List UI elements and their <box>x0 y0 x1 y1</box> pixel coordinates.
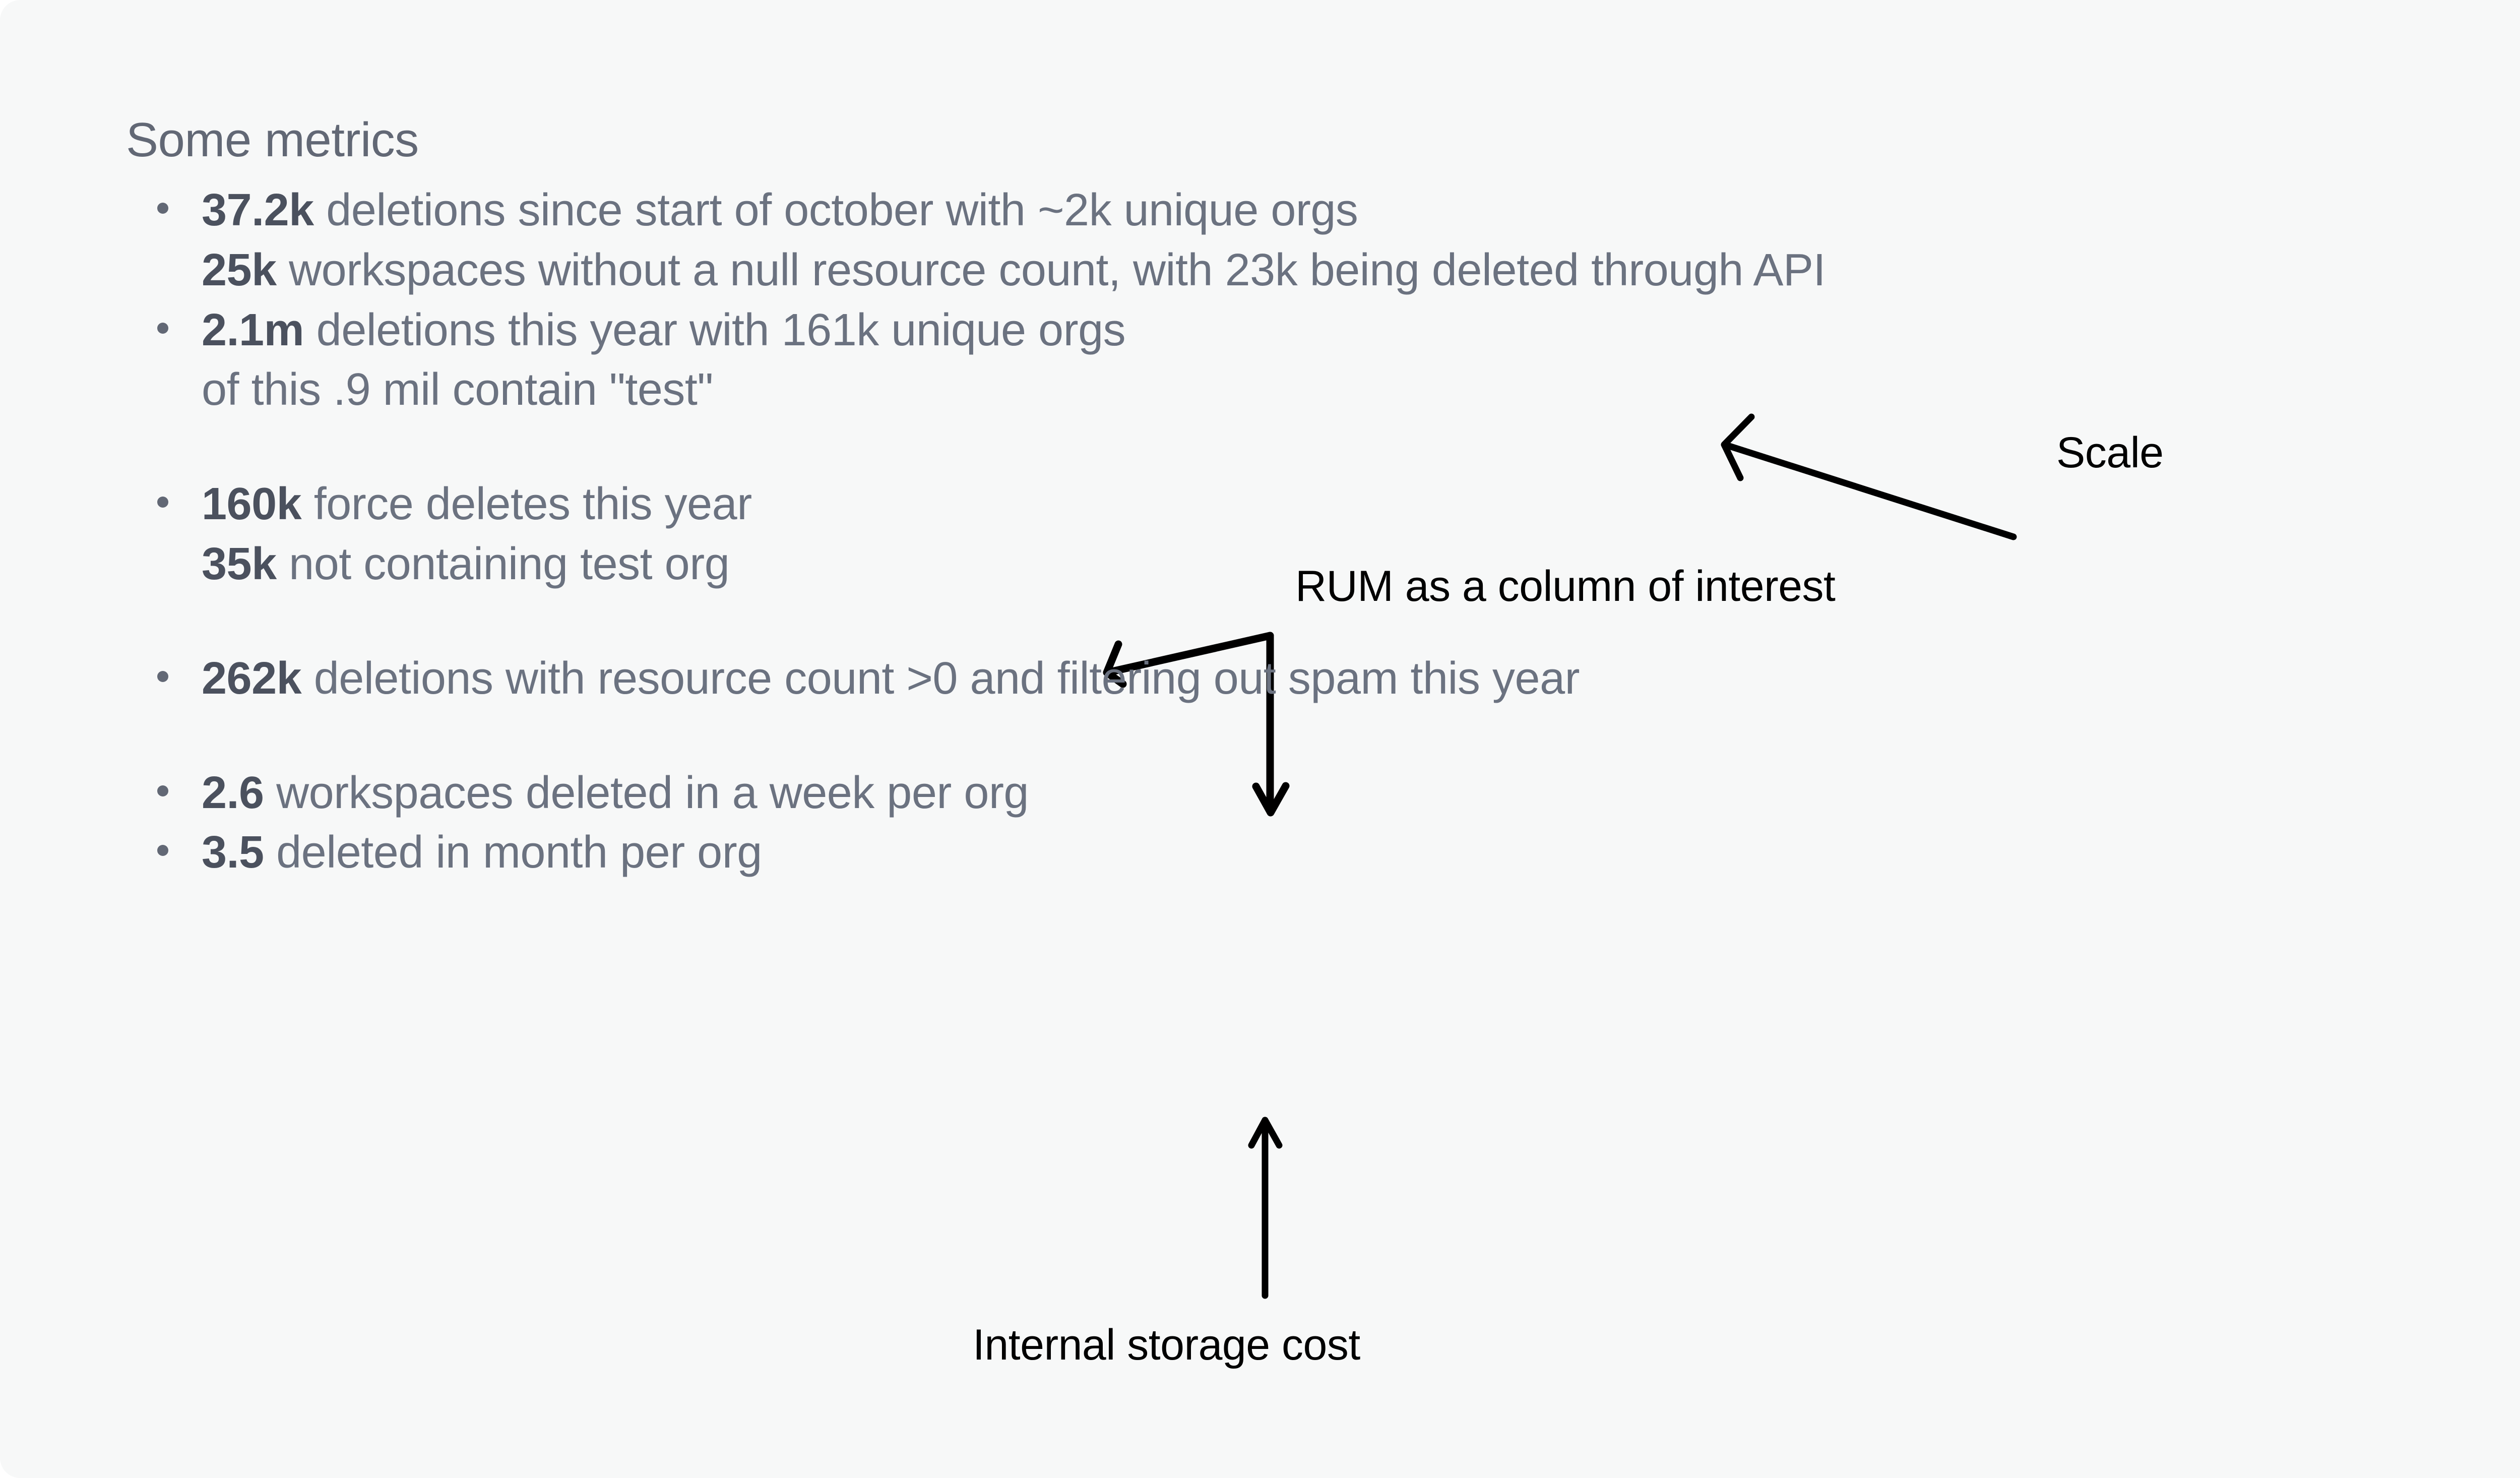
metric-value: 262k <box>202 653 302 704</box>
list-item: 37.2k deletions since start of october w… <box>126 180 2520 300</box>
metric-text: deletions with resource count >0 and fil… <box>301 653 1580 704</box>
metric-line: 2.6 workspaces deleted in a week per org <box>202 763 2520 823</box>
bullet-dot-icon <box>157 785 168 796</box>
annotation-label-internal-storage-cost: Internal storage cost <box>973 1321 1360 1369</box>
metric-text: deletions this year with 161k unique org… <box>304 304 1126 355</box>
metric-value: 25k <box>202 244 277 295</box>
bullet-dot-icon <box>157 497 168 508</box>
annotation-label-scale: Scale <box>2056 428 2164 477</box>
metric-line: 35k not containing test org <box>202 534 2520 594</box>
metric-value: 37.2k <box>202 185 314 235</box>
metric-value: 2.6 <box>202 767 264 818</box>
list-item: 2.6 workspaces deleted in a week per org <box>126 763 2520 823</box>
metric-text: deletions since start of october with ~2… <box>313 185 1358 235</box>
metric-line: 25k workspaces without a null resource c… <box>202 240 2520 300</box>
metric-text: workspaces without a null resource count… <box>276 244 1826 295</box>
internal-storage-cost-arrow-icon <box>1248 1117 1283 1299</box>
metric-line: 3.5 deleted in month per org <box>202 823 2520 883</box>
metric-text: of this .9 mil contain "test" <box>202 364 713 415</box>
metric-line: 262k deletions with resource count >0 an… <box>202 649 2520 709</box>
annotation-label-rum: RUM as a column of interest <box>1295 562 1836 610</box>
metric-line: 37.2k deletions since start of october w… <box>202 180 2520 240</box>
list-item: 3.5 deleted in month per org <box>126 823 2520 883</box>
metrics-bullet-list: 37.2k deletions since start of october w… <box>126 180 2520 883</box>
metric-value: 2.1m <box>202 304 304 355</box>
metric-text: deleted in month per org <box>264 827 762 878</box>
metric-value: 160k <box>202 479 302 530</box>
metric-value: 35k <box>202 538 277 589</box>
list-item: 160k force deletes this year 35k not con… <box>126 474 2520 594</box>
metric-value: 3.5 <box>202 827 264 878</box>
metric-line: of this .9 mil contain "test" <box>202 360 2520 420</box>
metric-line: 2.1m deletions this year with 161k uniqu… <box>202 300 2520 360</box>
bullet-dot-icon <box>157 322 168 334</box>
metric-text: workspaces deleted in a week per org <box>264 767 1029 818</box>
metric-text: not containing test org <box>276 538 730 589</box>
metric-text: force deletes this year <box>301 479 752 530</box>
bullet-dot-icon <box>157 670 168 682</box>
bullet-dot-icon <box>157 203 168 214</box>
metric-line: 160k force deletes this year <box>202 474 2520 534</box>
page-title: Some metrics <box>126 113 419 167</box>
list-item: 2.1m deletions this year with 161k uniqu… <box>126 300 2520 420</box>
slide-content: Some metrics 37.2k deletions since start… <box>126 116 2520 883</box>
bullet-dot-icon <box>157 845 168 856</box>
list-item: 262k deletions with resource count >0 an… <box>126 649 2520 709</box>
